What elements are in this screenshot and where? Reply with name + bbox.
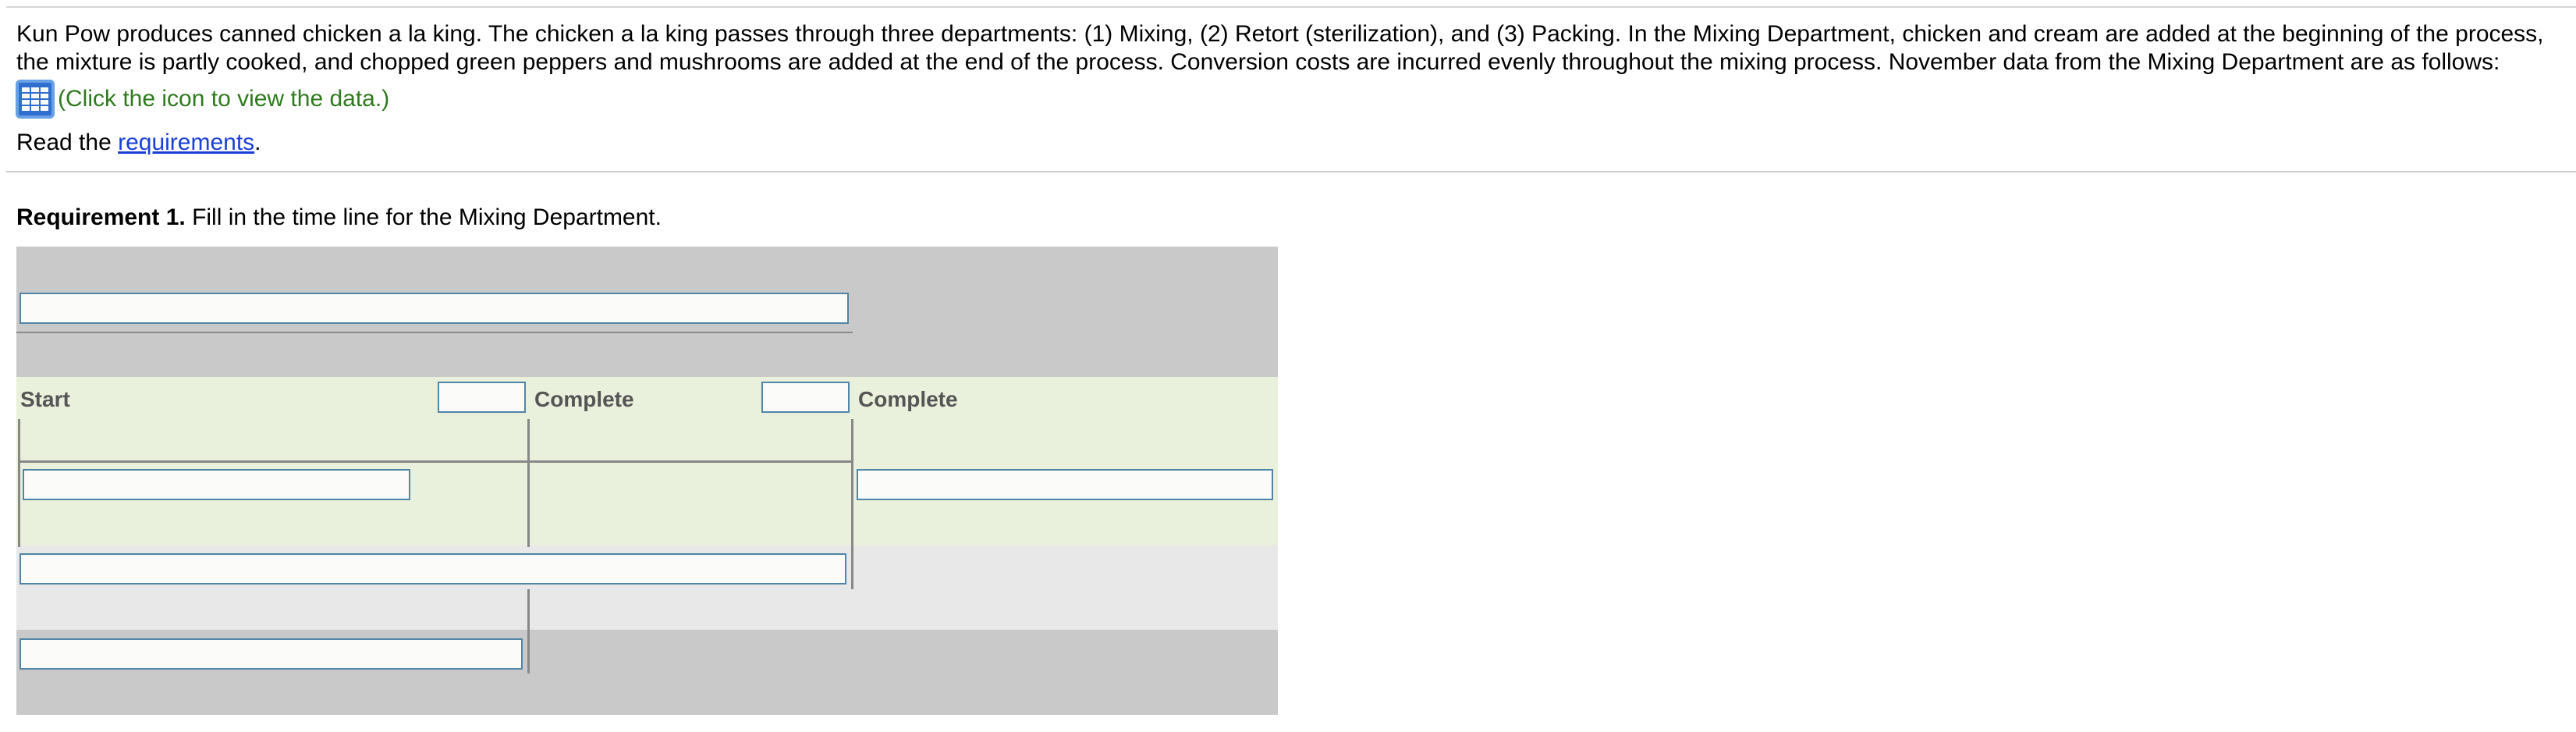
section-divider [6, 171, 2576, 172]
start-complete-input-2[interactable] [761, 382, 850, 413]
title-underline [16, 332, 853, 333]
requirement-label: Requirement 1. [16, 204, 186, 230]
timeline-axis [18, 460, 853, 463]
data-link-row[interactable]: (Click the icon to view the data.) [16, 80, 389, 119]
problem-intro: Kun Pow produces canned chicken a la kin… [16, 21, 2544, 75]
requirement-text: Fill in the time line for the Mixing Dep… [185, 204, 662, 230]
start-marker-line [18, 419, 20, 547]
read-suffix: . [254, 130, 261, 155]
complete-marker-line-2 [851, 419, 853, 589]
segment-input-right[interactable] [857, 469, 1273, 500]
complete-marker-line-1 [527, 419, 530, 547]
mixing-timeline: Start Complete Complete [16, 247, 1278, 715]
timeline-title-input[interactable] [20, 293, 849, 324]
grid-glyph [22, 87, 48, 111]
view-data-link[interactable]: (Click the icon to view the data.) [58, 86, 390, 112]
span-input-row[interactable] [20, 553, 846, 585]
table-grid-icon[interactable] [16, 80, 55, 119]
read-requirements-line: Read the requirements. [16, 130, 261, 156]
start-complete-input-1[interactable] [438, 382, 526, 413]
read-prefix: Read the [16, 130, 119, 155]
complete-label-2: Complete [858, 387, 958, 411]
top-divider [6, 6, 2576, 8]
requirements-link[interactable]: requirements [118, 130, 255, 155]
bottom-input-row[interactable] [20, 638, 523, 670]
bottom-marker-line [527, 589, 530, 673]
requirement-heading: Requirement 1. Fill in the time line for… [16, 204, 662, 231]
complete-label-1: Complete [534, 387, 634, 411]
segment-input-left[interactable] [23, 469, 410, 500]
start-label: Start [20, 387, 70, 411]
